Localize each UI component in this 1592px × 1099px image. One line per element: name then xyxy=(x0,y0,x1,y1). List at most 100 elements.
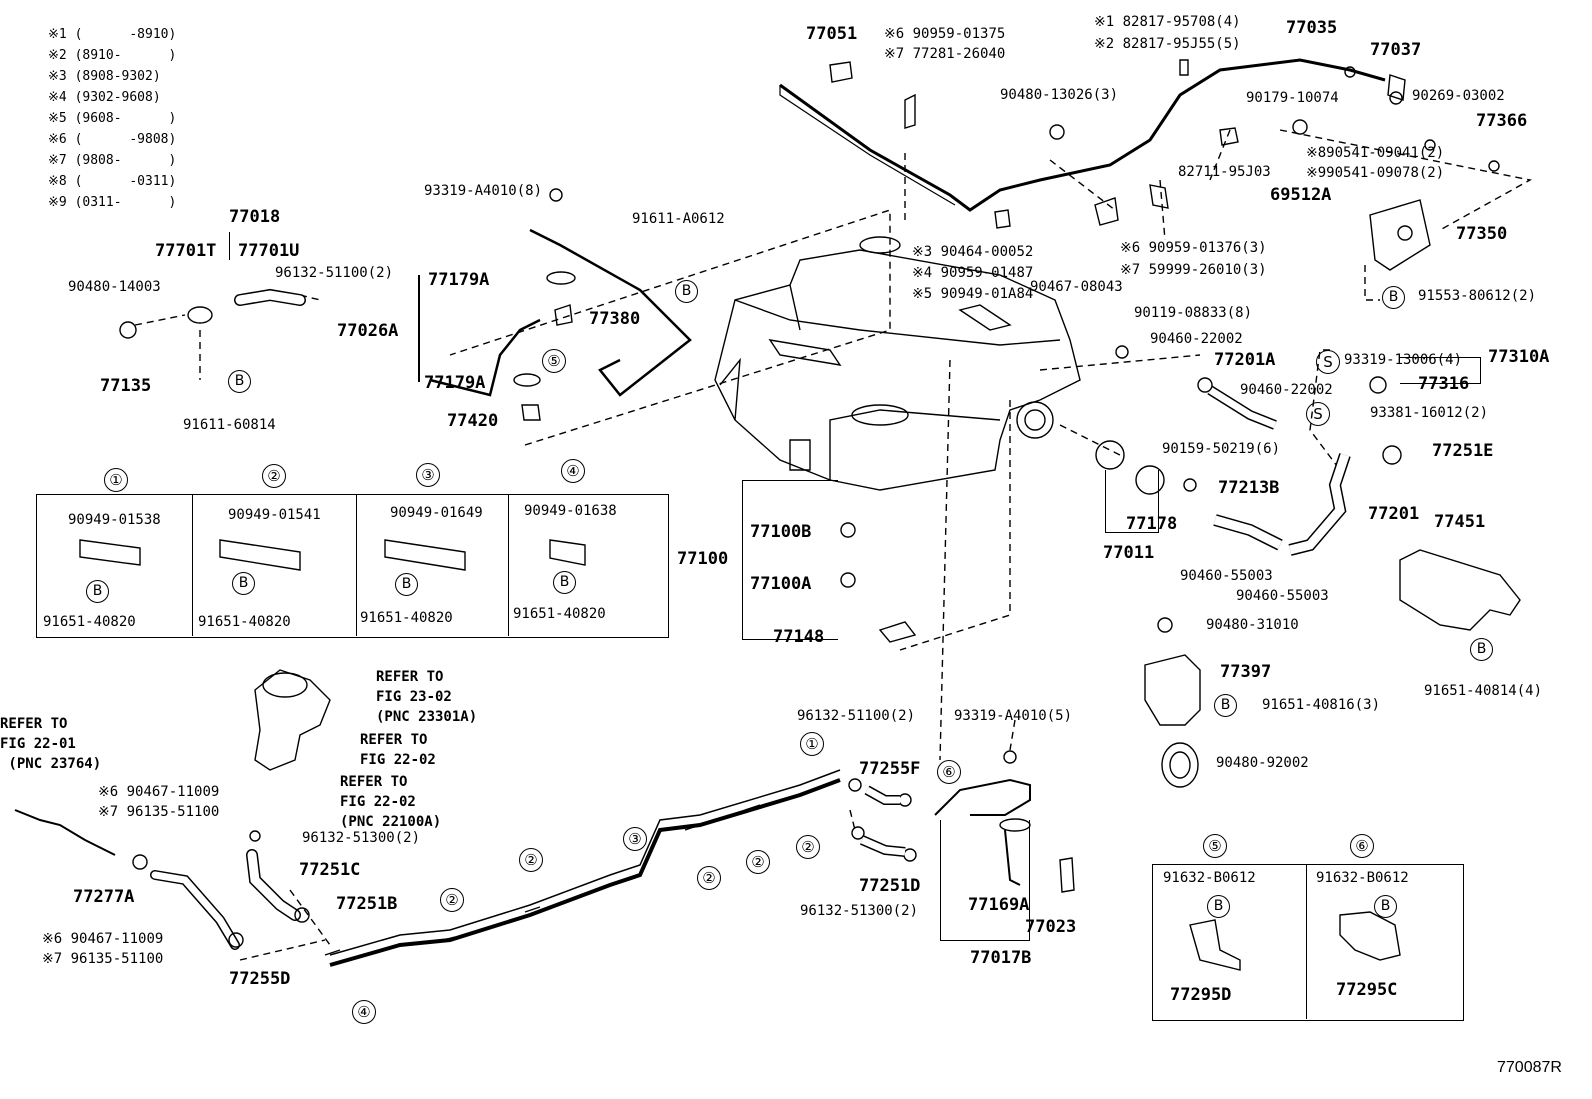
part-label[interactable]: 90159-50219(6) xyxy=(1162,441,1281,457)
part-label[interactable]: ※7 77281-26040 xyxy=(884,46,1006,62)
part-label[interactable]: 77100A xyxy=(750,574,812,594)
part-label[interactable]: ※7 59999-26010(3) xyxy=(1120,262,1267,278)
part-label[interactable]: 90480-31010 xyxy=(1206,617,1299,633)
part-label[interactable]: 77201 xyxy=(1368,504,1420,524)
ref-line[interactable]: FIG 23-02 xyxy=(376,689,452,705)
part-label[interactable]: ※3 90464-00052 xyxy=(912,244,1034,260)
part-label[interactable]: ※890541-09041(2) xyxy=(1306,145,1445,161)
part-label[interactable]: 77277A xyxy=(73,887,135,907)
part-label[interactable]: 77251D xyxy=(859,876,921,896)
part-label[interactable]: 93319-13006(4) xyxy=(1344,352,1463,368)
part-label[interactable]: ※990541-09078(2) xyxy=(1306,165,1445,181)
ref-line[interactable]: FIG 22-02 xyxy=(360,752,436,768)
part-label[interactable]: 77023 xyxy=(1025,917,1077,937)
legend-range: ( -8910) xyxy=(74,27,177,42)
legend-row: ※9 (0311- ) xyxy=(48,195,176,211)
part-label[interactable]: 77701U xyxy=(238,241,300,261)
part-label[interactable]: ※6 90959-01376(3) xyxy=(1120,240,1267,256)
part-label[interactable]: 91651-40816(3) xyxy=(1262,697,1381,713)
part-label[interactable]: 77026A xyxy=(337,321,399,341)
part-label[interactable]: 77310A xyxy=(1488,347,1550,367)
clamp-box-3-part[interactable]: 90949-01649 xyxy=(390,505,483,521)
bracket-box-5-part[interactable]: 91632-B0612 xyxy=(1163,870,1256,886)
part-label[interactable]: 69512A xyxy=(1270,185,1332,205)
part-label[interactable]: ※7 96135-51100 xyxy=(98,804,220,820)
part-label[interactable]: 77251E xyxy=(1432,441,1494,461)
part-label[interactable]: 90480-92002 xyxy=(1216,755,1309,771)
part-label[interactable]: 93319-A4010(5) xyxy=(954,708,1073,724)
part-label[interactable]: 91553-80612(2) xyxy=(1418,288,1537,304)
part-label[interactable]: ※6 90467-11009 xyxy=(42,931,164,947)
part-label[interactable]: ※2 82817-95J55(5) xyxy=(1094,36,1241,52)
bracket-box-5-item[interactable]: 77295D xyxy=(1170,985,1232,1005)
part-label[interactable]: 77148 xyxy=(773,627,825,647)
part-label[interactable]: 77420 xyxy=(447,411,499,431)
part-label[interactable]: 77380 xyxy=(589,309,641,329)
part-label[interactable]: 77201A xyxy=(1214,350,1276,370)
part-label[interactable]: 82711-95J03 xyxy=(1178,164,1271,180)
part-label[interactable]: 93381-16012(2) xyxy=(1370,405,1489,421)
part-label[interactable]: 77017B xyxy=(970,948,1032,968)
part-label[interactable]: 77350 xyxy=(1456,224,1508,244)
part-label[interactable]: ※6 90959-01375 xyxy=(884,26,1006,42)
clamp-box-1-part[interactable]: 90949-01538 xyxy=(68,512,161,528)
part-label[interactable]: 77018 xyxy=(229,207,281,227)
part-label[interactable]: 96132-51300(2) xyxy=(302,830,421,846)
part-label[interactable]: 90460-22002 xyxy=(1150,331,1243,347)
part-label[interactable]: 77179A xyxy=(428,270,490,290)
part-label[interactable]: 91651-40814(4) xyxy=(1424,683,1543,699)
part-label[interactable]: ※1 82817-95708(4) xyxy=(1094,14,1241,30)
part-label[interactable]: 77251B xyxy=(336,894,398,914)
clamp-box-3-bolt[interactable]: 91651-40820 xyxy=(360,610,453,626)
clamp-box-2-part[interactable]: 90949-01541 xyxy=(228,507,321,523)
part-label[interactable]: 77255D xyxy=(229,969,291,989)
part-label[interactable]: 77051 xyxy=(806,24,858,44)
clamp-box-1-bolt[interactable]: 91651-40820 xyxy=(43,614,136,630)
bracket-box-6-item[interactable]: 77295C xyxy=(1336,980,1398,1000)
part-label[interactable]: 77451 xyxy=(1434,512,1486,532)
part-label[interactable]: 77179A xyxy=(424,373,486,393)
part-label[interactable]: 96132-51300(2) xyxy=(800,903,919,919)
part-label[interactable]: 77178 xyxy=(1126,514,1178,534)
clamp-box-4-part[interactable]: 90949-01638 xyxy=(524,503,617,519)
clamp-box-2-bolt[interactable]: 91651-40820 xyxy=(198,614,291,630)
part-label[interactable]: 90480-13026(3) xyxy=(1000,87,1119,103)
part-label[interactable]: 77255F xyxy=(859,759,921,779)
part-label[interactable]: 77100 xyxy=(677,549,729,569)
part-label[interactable]: 77037 xyxy=(1370,40,1422,60)
bracket-box-6-part[interactable]: 91632-B0612 xyxy=(1316,870,1409,886)
part-label[interactable]: 93319-A4010(8) xyxy=(424,183,543,199)
part-label[interactable]: 90467-08043 xyxy=(1030,279,1123,295)
part-label[interactable]: 90119-08833(8) xyxy=(1134,305,1253,321)
part-label[interactable]: ※6 90467-11009 xyxy=(98,784,220,800)
part-label[interactable]: 77135 xyxy=(100,376,152,396)
part-label[interactable]: ※5 90949-01A84 xyxy=(912,286,1034,302)
part-label[interactable]: 77366 xyxy=(1476,111,1528,131)
part-label[interactable]: 77251C xyxy=(299,860,361,880)
part-label[interactable]: 91611-60814 xyxy=(183,417,276,433)
part-label[interactable]: 77100B xyxy=(750,522,812,542)
part-label[interactable]: 77316 xyxy=(1418,374,1470,394)
ref-line[interactable]: FIG 22-02 xyxy=(340,794,416,810)
part-label[interactable]: 96132-51100(2) xyxy=(797,708,916,724)
ref-line[interactable]: FIG 22-01 xyxy=(0,736,76,752)
part-label[interactable]: 90460-22002 xyxy=(1240,382,1333,398)
part-label[interactable]: 90179-10074 xyxy=(1246,90,1339,106)
clamp-ref-2: ② xyxy=(746,850,770,874)
part-label[interactable]: 91611-A0612 xyxy=(632,211,725,227)
part-label[interactable]: 77397 xyxy=(1220,662,1272,682)
part-label[interactable]: 90480-14003 xyxy=(68,279,161,295)
part-label[interactable]: 90460-55003 xyxy=(1236,588,1329,604)
part-label[interactable]: 90460-55003 xyxy=(1180,568,1273,584)
part-label[interactable]: 77213B xyxy=(1218,478,1280,498)
part-label[interactable]: 77011 xyxy=(1103,543,1155,563)
part-label[interactable]: 77035 xyxy=(1286,18,1338,38)
clamp-box-4-bolt[interactable]: 91651-40820 xyxy=(513,606,606,622)
part-label[interactable]: 77701T xyxy=(155,241,217,261)
part-label[interactable]: ※4 90959-01487 xyxy=(912,265,1034,281)
part-label[interactable]: 96132-51100(2) xyxy=(275,265,394,281)
part-label[interactable]: ※7 96135-51100 xyxy=(42,951,164,967)
part-label[interactable]: 90269-03002 xyxy=(1412,88,1505,104)
part-label[interactable]: 77169A xyxy=(968,895,1030,915)
clamp-ref-2: ② xyxy=(697,866,721,890)
